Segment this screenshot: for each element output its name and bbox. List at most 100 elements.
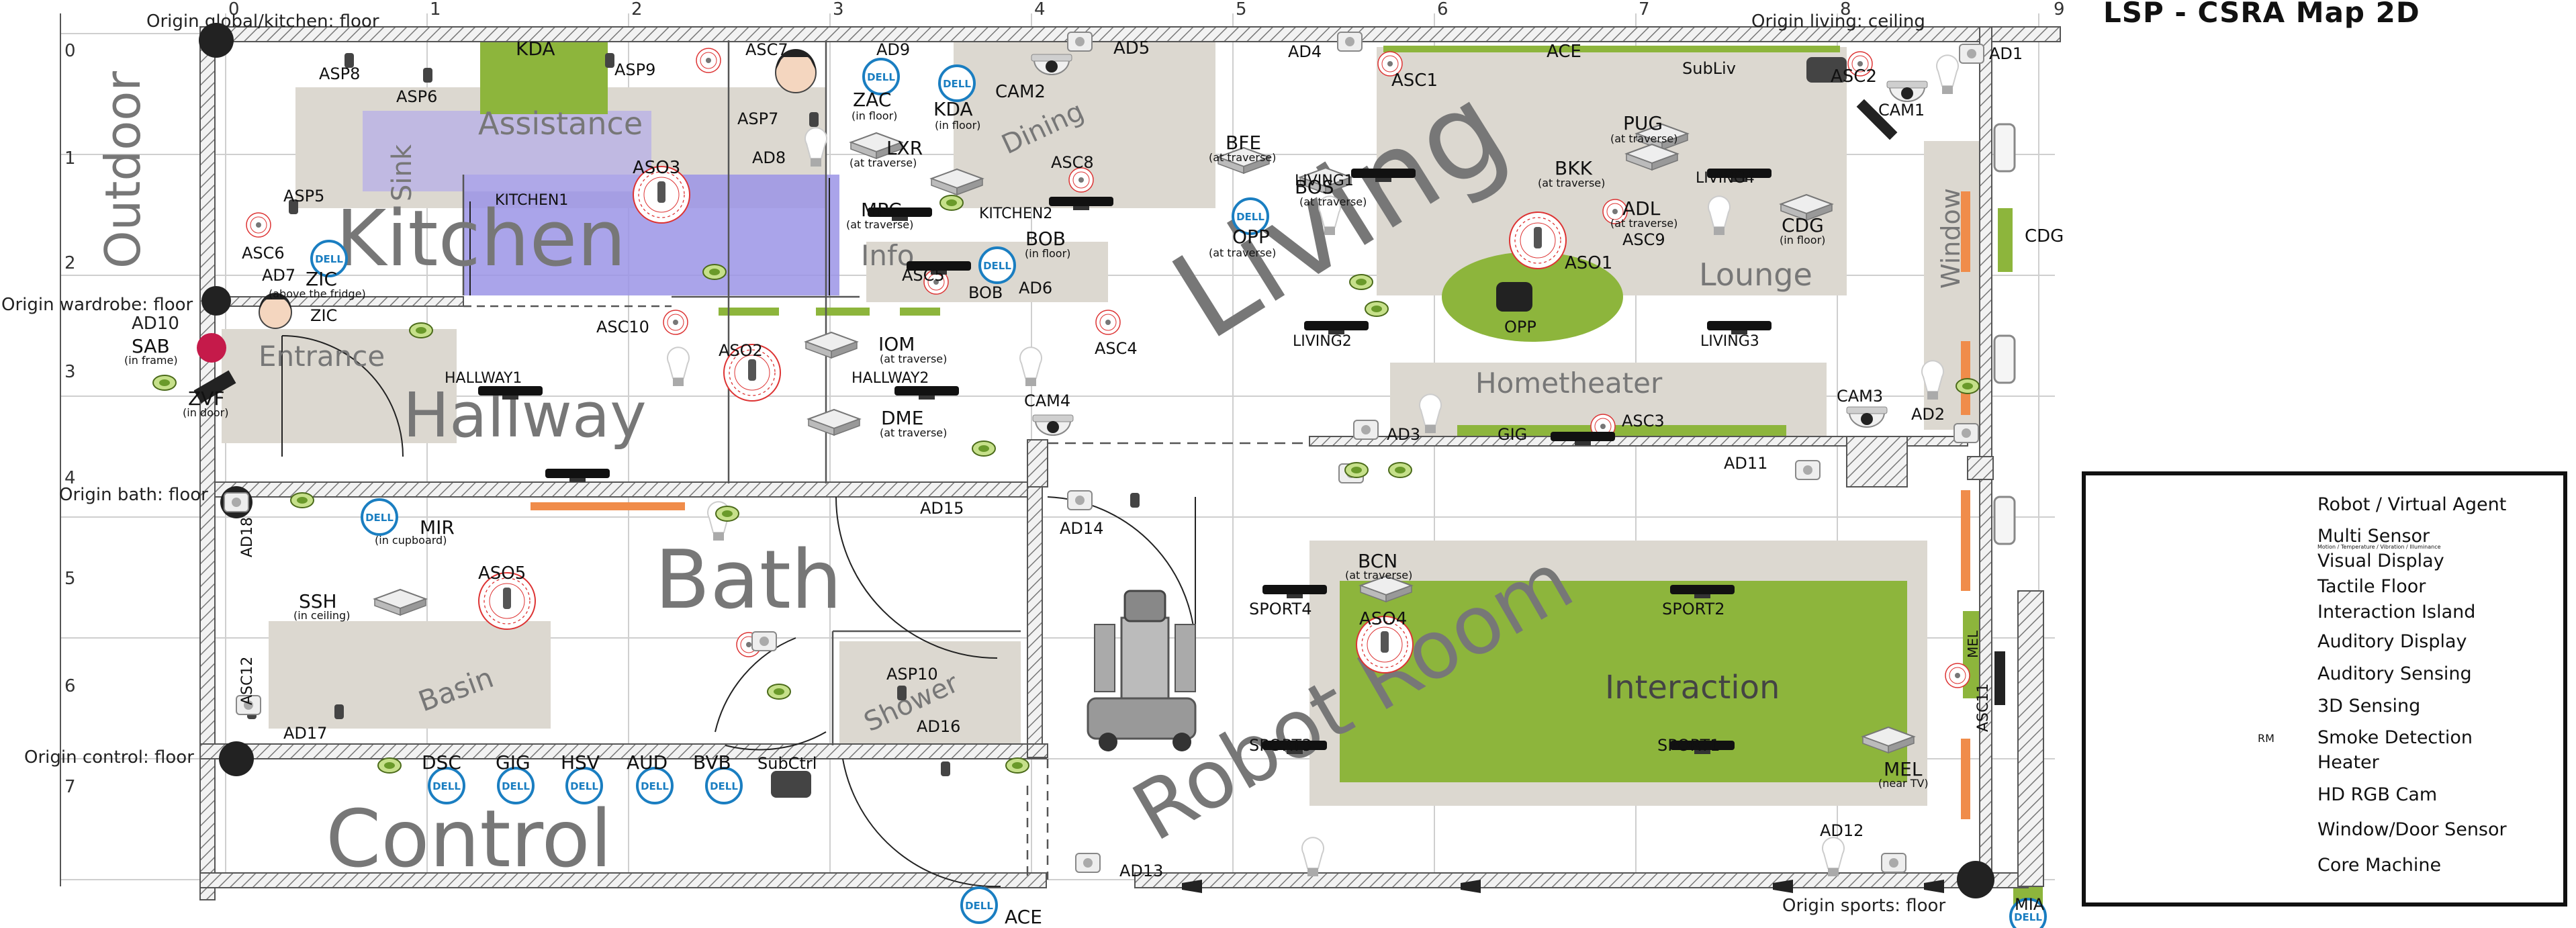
room-hometheater: Hometheater (1475, 367, 1663, 400)
label-asc1: ASC1 (1391, 71, 1438, 91)
label-living1: LIVING1 (1295, 173, 1354, 189)
label-mir-note: (in cupboard) (375, 534, 447, 547)
label-sport1: SPORT1 (1657, 736, 1720, 755)
room-interaction: Interaction (1605, 669, 1780, 706)
label-cdg-right: CDG (2025, 226, 2064, 246)
label-cam1: CAM1 (1878, 101, 1925, 120)
y-tick-3: 3 (64, 362, 76, 382)
label-zac-note: (in floor) (852, 109, 897, 122)
cdg-display (1998, 208, 2013, 272)
label-iom-note: (at traverse) (880, 353, 947, 365)
info-display-3 (900, 308, 940, 316)
x-tick-3: 3 (833, 0, 844, 19)
x-axis-ticks: 0 1 2 3 4 5 6 7 8 9 (228, 0, 2065, 19)
x-tick-6: 6 (1437, 0, 1448, 19)
label-ad9: AD9 (876, 40, 910, 59)
device-icons (152, 32, 2047, 928)
label-subctrl: SubCtrl (757, 754, 817, 773)
label-living4: LIVING4 (1696, 170, 1755, 187)
label-cam3: CAM3 (1837, 387, 1883, 406)
origin-sports-marker (1957, 861, 1994, 898)
room-window: Window (1936, 188, 1966, 289)
label-kitchen1: KITCHEN1 (495, 192, 568, 209)
label-bkk-note: (at traverse) (1538, 177, 1605, 189)
label-adl: ADL (1622, 197, 1661, 220)
x-tick-8: 8 (1840, 0, 1851, 19)
origin-kitchen-marker (199, 23, 234, 58)
label-ace-top: ACE (1547, 42, 1581, 62)
x-tick-0: 0 (228, 0, 240, 19)
label-mel-side: MEL (1965, 630, 1981, 658)
label-asp7: ASP7 (737, 109, 778, 128)
y-tick-6: 6 (64, 676, 76, 696)
room-bath: Bath (655, 534, 842, 627)
origin-sports-label: Origin sports: floor (1782, 896, 1945, 916)
origin-control-label: Origin control: floor (24, 747, 194, 768)
x-tick-5: 5 (1236, 0, 1247, 19)
label-ace: ACE (1005, 906, 1042, 928)
room-outdoor: Outdoor (95, 71, 151, 269)
label-sport4: SPORT4 (1249, 600, 1312, 618)
label-aso5: ASO5 (478, 563, 526, 584)
origin-control-marker (219, 741, 254, 776)
label-opp: OPP (1232, 226, 1270, 248)
room-control: Control (326, 792, 612, 885)
label-ad5: AD5 (1113, 38, 1150, 58)
label-subliv: SubLiv (1682, 59, 1736, 78)
y-tick-7: 7 (64, 777, 76, 797)
label-hallway1: HALLWAY1 (445, 370, 522, 387)
label-zac: ZAC (853, 89, 891, 111)
room-kitchen: Kitchen (336, 194, 626, 284)
y-axis-ticks: 0 1 2 3 4 5 6 7 (64, 41, 76, 797)
cam1-bracket (1856, 99, 1898, 140)
legend-interaction-island: Interaction Island (2317, 602, 2476, 622)
label-bob: BOB (1025, 228, 1066, 250)
interaction-display (1340, 581, 1907, 782)
y-tick-1: 1 (64, 148, 76, 169)
room-assistance: Assistance (478, 105, 643, 142)
legend-window-door-sensor: Window/Door Sensor (2317, 819, 2507, 840)
label-asc7: ASC7 (745, 40, 788, 59)
label-ad15: AD15 (920, 499, 964, 518)
label-aso4: ASO4 (1359, 609, 1407, 629)
label-aso3: ASO3 (633, 158, 680, 178)
asc11-device (1994, 651, 2005, 705)
heaters (531, 191, 1970, 819)
label-cam2: CAM2 (995, 82, 1046, 102)
info-display-2 (816, 308, 870, 316)
label-cam4: CAM4 (1024, 391, 1070, 410)
label-asc3: ASC3 (1622, 412, 1665, 430)
window-door-sensors (1993, 123, 2016, 545)
tactile-floor-assistance (363, 111, 651, 191)
label-bfe: BFE (1226, 132, 1261, 154)
y-tick-0: 0 (64, 41, 76, 61)
label-kda-top: KDA (516, 38, 555, 60)
label-ad17: AD17 (283, 724, 327, 743)
label-gig: GIG (496, 751, 531, 774)
legend-auditory-sensing: Auditory Sensing (2317, 663, 2472, 684)
legend-visual-display: Visual Display (2317, 551, 2444, 571)
label-ad3: AD3 (1387, 425, 1420, 444)
legend-multi-sensor: Multi Sensor Motion / Temperature / Vibr… (2317, 526, 2441, 550)
label-kda: KDA (933, 98, 973, 120)
legend: Robot / Virtual Agent Multi Sensor Motio… (2082, 471, 2567, 907)
label-asc6: ASC6 (242, 244, 285, 263)
label-ssh-note: (in ceiling) (293, 609, 350, 622)
label-opp-big: OPP (1504, 318, 1536, 336)
label-adl-note: (at traverse) (1610, 217, 1677, 230)
label-cdg: CDG (1782, 214, 1824, 236)
legend-3d-sensing: 3D Sensing (2317, 696, 2421, 716)
label-zic-small: ZIC (310, 306, 337, 325)
origin-wardrobe-marker (201, 286, 231, 316)
basin-zone (269, 621, 551, 729)
label-asc9: ASC9 (1622, 230, 1665, 249)
label-opp-note: (at traverse) (1209, 246, 1276, 259)
label-asp8: ASP8 (319, 64, 360, 83)
label-bkk: BKK (1555, 157, 1593, 179)
label-ad16: AD16 (917, 717, 960, 736)
label-asp5: ASP5 (283, 187, 324, 205)
origin-wardrobe-ad: AD10 (132, 314, 179, 334)
label-pug-note: (at traverse) (1610, 132, 1677, 145)
label-kda-note: (in floor) (935, 119, 980, 132)
label-asc12: ASC12 (239, 657, 256, 705)
